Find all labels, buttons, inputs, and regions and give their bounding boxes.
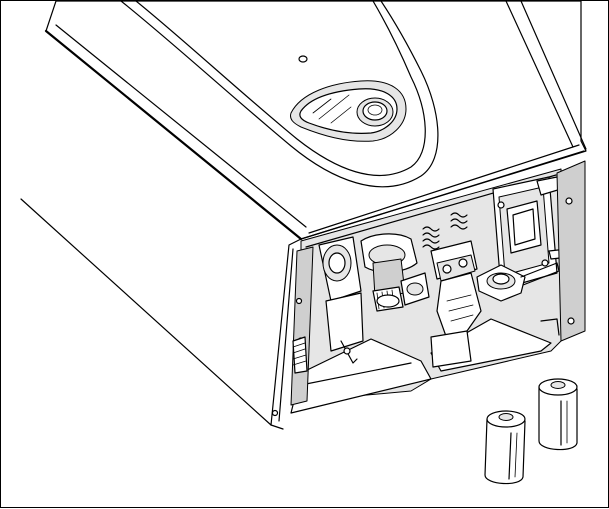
center-bracket	[430, 240, 482, 368]
control-knob-housing	[290, 80, 407, 142]
control-box-bracket	[476, 160, 586, 342]
pump-assembly	[292, 236, 364, 374]
battery-right	[538, 378, 578, 451]
battery-left	[484, 410, 526, 485]
gas-valve	[360, 212, 468, 312]
